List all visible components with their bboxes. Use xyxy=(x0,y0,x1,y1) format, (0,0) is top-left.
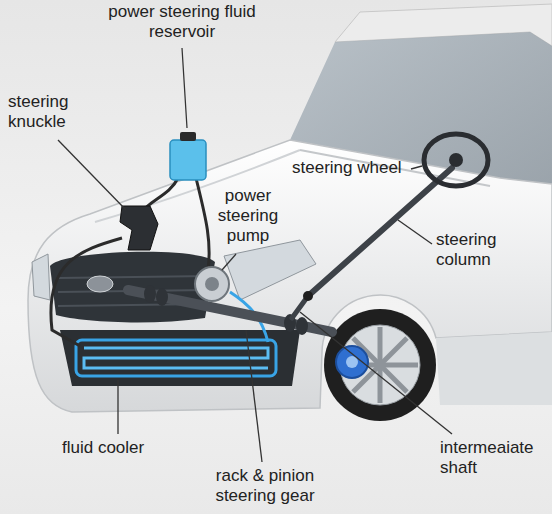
steering-wheel xyxy=(424,134,488,186)
leader-line xyxy=(246,330,262,462)
rack-boot xyxy=(296,317,308,335)
hose xyxy=(51,238,122,346)
leader-line xyxy=(182,48,187,128)
headlight xyxy=(32,254,50,300)
part-label: fluid cooler xyxy=(62,438,144,458)
rim xyxy=(340,325,420,405)
rack-boot xyxy=(144,285,156,303)
hose xyxy=(196,178,209,270)
steering-column xyxy=(308,168,452,296)
leader-line xyxy=(398,220,432,244)
rack-boot xyxy=(156,288,168,306)
leader-line xyxy=(300,312,452,434)
leader-line xyxy=(222,254,236,270)
leader-line xyxy=(411,166,422,169)
headlight xyxy=(224,240,316,300)
grille-slat xyxy=(58,276,210,278)
u-joint xyxy=(303,291,313,301)
part-label: intermeaiate shaft xyxy=(440,438,548,478)
part-label: rack & pinion steering gear xyxy=(190,466,340,506)
reservoir-cap xyxy=(180,132,196,141)
lower-intake xyxy=(60,330,300,386)
part-label: steering column xyxy=(436,230,548,270)
car-side-lower xyxy=(436,332,552,405)
tire xyxy=(324,309,436,421)
part-label: steering wheel xyxy=(292,158,402,178)
part-label: steering knuckle xyxy=(8,92,108,132)
part-label: power steering fluid reservoir xyxy=(107,2,257,42)
fluid-cooler xyxy=(76,340,276,376)
cooler-tube xyxy=(84,348,268,368)
leader-lines xyxy=(58,48,452,462)
part-label: power steering pump xyxy=(202,186,294,246)
pump-pulley xyxy=(205,277,219,291)
steering-hub xyxy=(449,153,463,167)
leader-line xyxy=(58,140,126,210)
power-steering-pump xyxy=(195,267,229,301)
fluid-reservoir xyxy=(170,140,206,180)
leader-line xyxy=(117,380,118,434)
car-logo xyxy=(87,276,113,292)
steering-knuckle xyxy=(120,206,158,250)
